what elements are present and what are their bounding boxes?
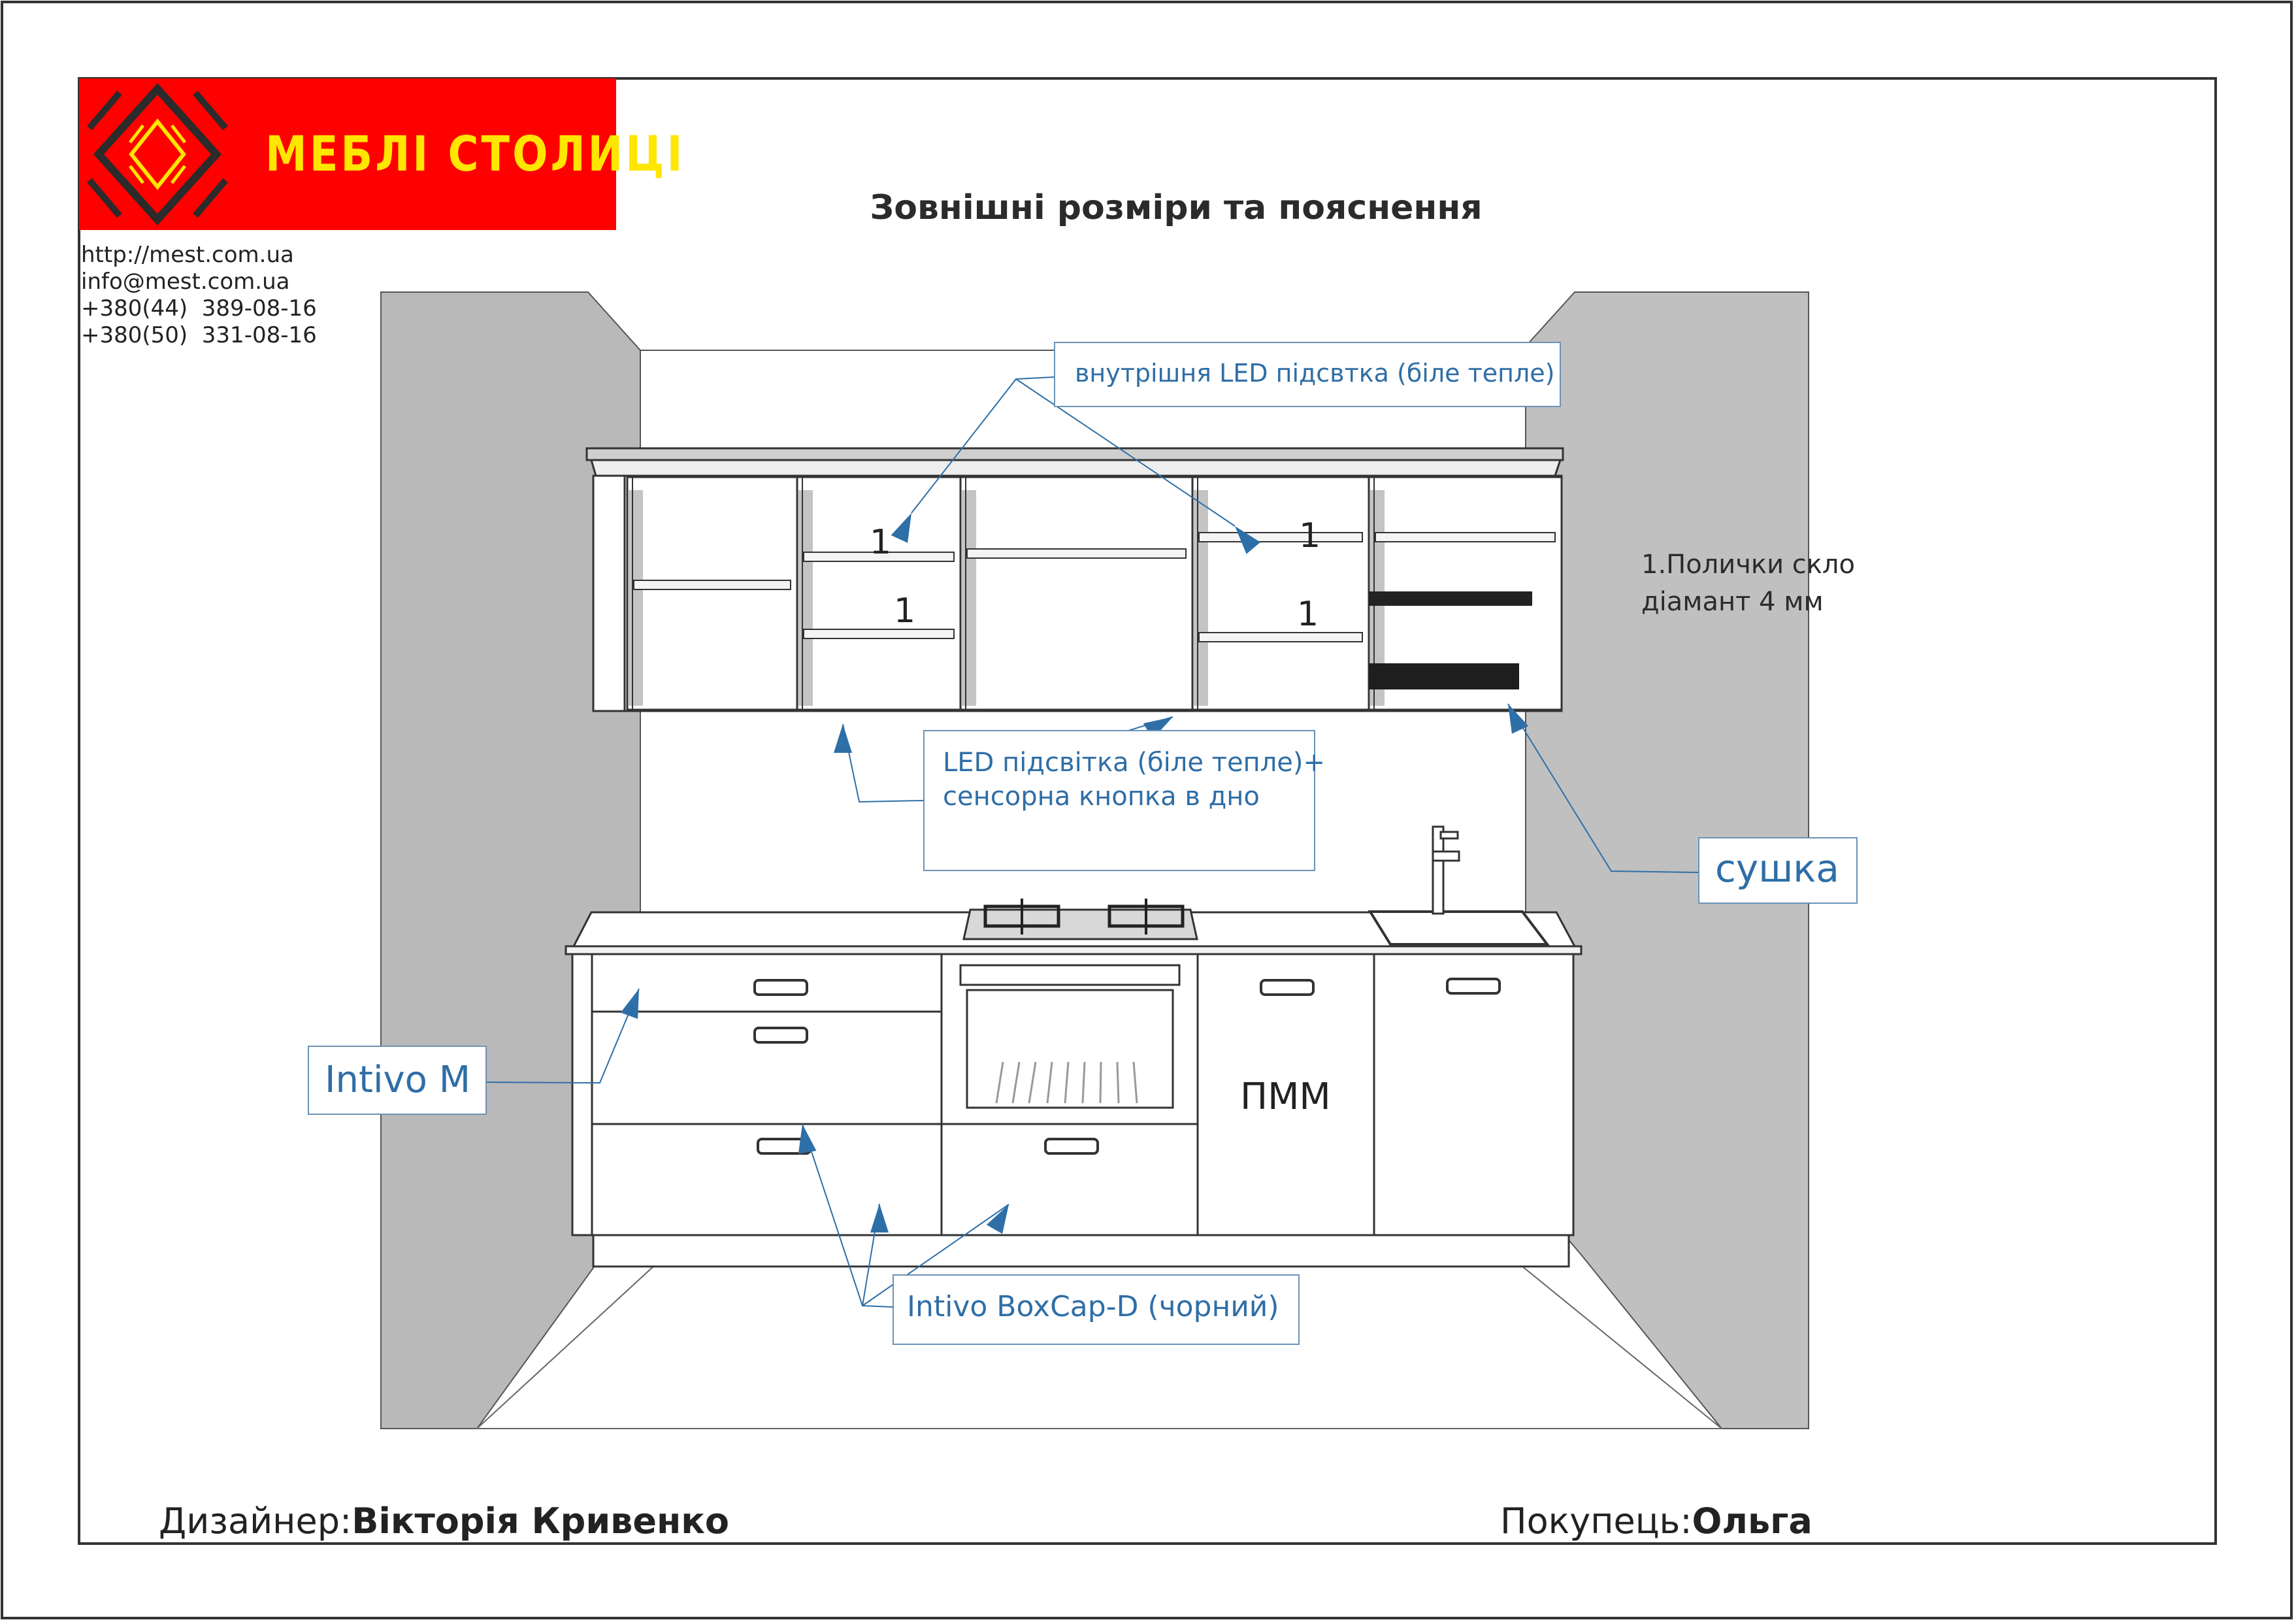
shelf-marker: 1: [1299, 516, 1321, 555]
phone-1: +380(44) 389-08-16: [81, 295, 317, 322]
arrow-icon: [798, 1124, 817, 1154]
callout-led-bottom-line1: LED підсвітка (біле тепле)+: [943, 748, 1325, 778]
callout-inner-led-text: внутрішня LED підсвтка (біле тепле): [1075, 359, 1555, 388]
callout-boxcap-text: Intivo BoxCap-D (чорний): [907, 1290, 1279, 1323]
designer-label: Дизайнер:: [159, 1500, 352, 1542]
upper-cabinet: [585, 447, 1564, 712]
dish-rack-bottom: [1369, 663, 1519, 689]
callout-dish-dryer: сушка: [1698, 837, 1858, 904]
arrow-icon: [1235, 525, 1261, 554]
drawer-handle: [753, 1027, 808, 1044]
shelf-marker: 1: [1297, 595, 1319, 634]
shelves-note-line1: 1.Полички скло: [1641, 550, 1855, 580]
shelves-note: 1.Полички скло діамант 4 мм: [1641, 546, 1855, 621]
section-side: [1194, 490, 1208, 706]
arrow-icon: [870, 1204, 889, 1233]
upper-section: [959, 476, 1194, 711]
upper-section: [796, 476, 962, 711]
buyer-label: Покупець:: [1500, 1500, 1692, 1542]
glass-shelf: [803, 552, 955, 562]
drawer-handle: [1260, 979, 1315, 996]
email-link[interactable]: info@mest.com.ua: [81, 269, 290, 295]
drawer-handle: [753, 979, 808, 996]
page-title: Зовнішні розміри та пояснення: [870, 188, 1483, 227]
arrow-icon: [986, 1204, 1009, 1234]
sink: [1368, 825, 1550, 946]
glass-shelf: [966, 548, 1187, 559]
brand-name: МЕБЛІ СТОЛИЦІ: [265, 127, 685, 183]
dish-rack-top: [1369, 591, 1532, 606]
phone-2: +380(50) 331-08-16: [81, 322, 317, 348]
glass-shelf: [803, 629, 955, 639]
section-side: [962, 490, 976, 706]
upper-section: [626, 476, 798, 711]
upper-section: [1191, 476, 1370, 711]
arrowheads: [620, 513, 1529, 1234]
drawer-handle: [1446, 978, 1501, 995]
callout-led-bottom: LED підсвітка (біле тепле)+ сенсорна кно…: [923, 730, 1325, 871]
designer-name: Вікторія Кривенко: [352, 1500, 730, 1542]
callout-led-bottom-line2: сенсорна кнопка в дно: [943, 782, 1260, 812]
arrow-icon: [834, 724, 852, 753]
glass-shelf: [1198, 532, 1363, 542]
arrow-icon: [891, 513, 911, 543]
shelf-marker: 1: [870, 523, 892, 562]
contact-info: http://mest.com.ua info@mest.com.ua +380…: [81, 242, 317, 349]
diamond-ornament-icon: [87, 83, 228, 225]
shelves-note-line2: діамант 4 мм: [1641, 587, 1824, 617]
section-side: [798, 490, 813, 706]
brand-logo: МЕБЛІ СТОЛИЦІ: [79, 78, 682, 230]
gas-hob: [962, 899, 1198, 940]
callout-intivo-m-text: Intivo M: [325, 1059, 471, 1101]
callout-boxcap: Intivo BoxCap-D (чорний): [893, 1274, 1300, 1345]
shelf-marker: 1: [894, 591, 916, 631]
base-cabinets: [571, 953, 1575, 1268]
glass-shelf: [633, 580, 791, 590]
callout-dish-dryer-text: сушка: [1715, 846, 1839, 891]
arrow-icon: [1508, 704, 1529, 734]
designer-credit: Дизайнер:Вікторія Кривенко: [159, 1500, 729, 1542]
drawer-handle: [1044, 1138, 1099, 1155]
callout-intivo-m: Intivo M: [308, 1046, 487, 1115]
section-side: [629, 490, 643, 706]
inner-frame: [78, 77, 2217, 1545]
callout-inner-led: внутрішня LED підсвтка (біле тепле): [1054, 342, 1561, 407]
glass-shelf: [1198, 632, 1363, 642]
buyer-name: Ольга: [1692, 1500, 1812, 1542]
arrow-icon: [620, 989, 639, 1019]
dishwasher-label: ПММ: [1240, 1076, 1331, 1118]
buyer-credit: Покупець:Ольга: [1500, 1500, 1812, 1542]
website-link[interactable]: http://mest.com.ua: [81, 242, 294, 268]
glass-shelf: [1375, 532, 1556, 542]
